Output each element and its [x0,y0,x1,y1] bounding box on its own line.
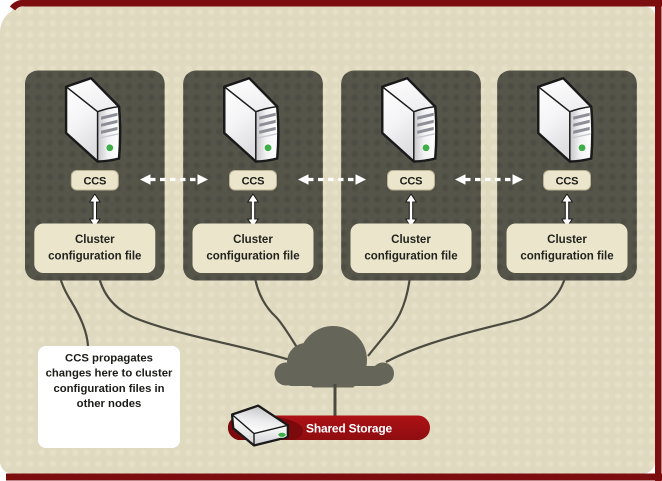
svg-text:CCS propagates: CCS propagates [65,352,153,364]
svg-text:Shared Storage: Shared Storage [306,421,392,435]
svg-text:changes here to cluster: changes here to cluster [46,368,173,380]
svg-text:configuration files in: configuration files in [53,383,164,395]
svg-text:other nodes: other nodes [77,398,142,410]
